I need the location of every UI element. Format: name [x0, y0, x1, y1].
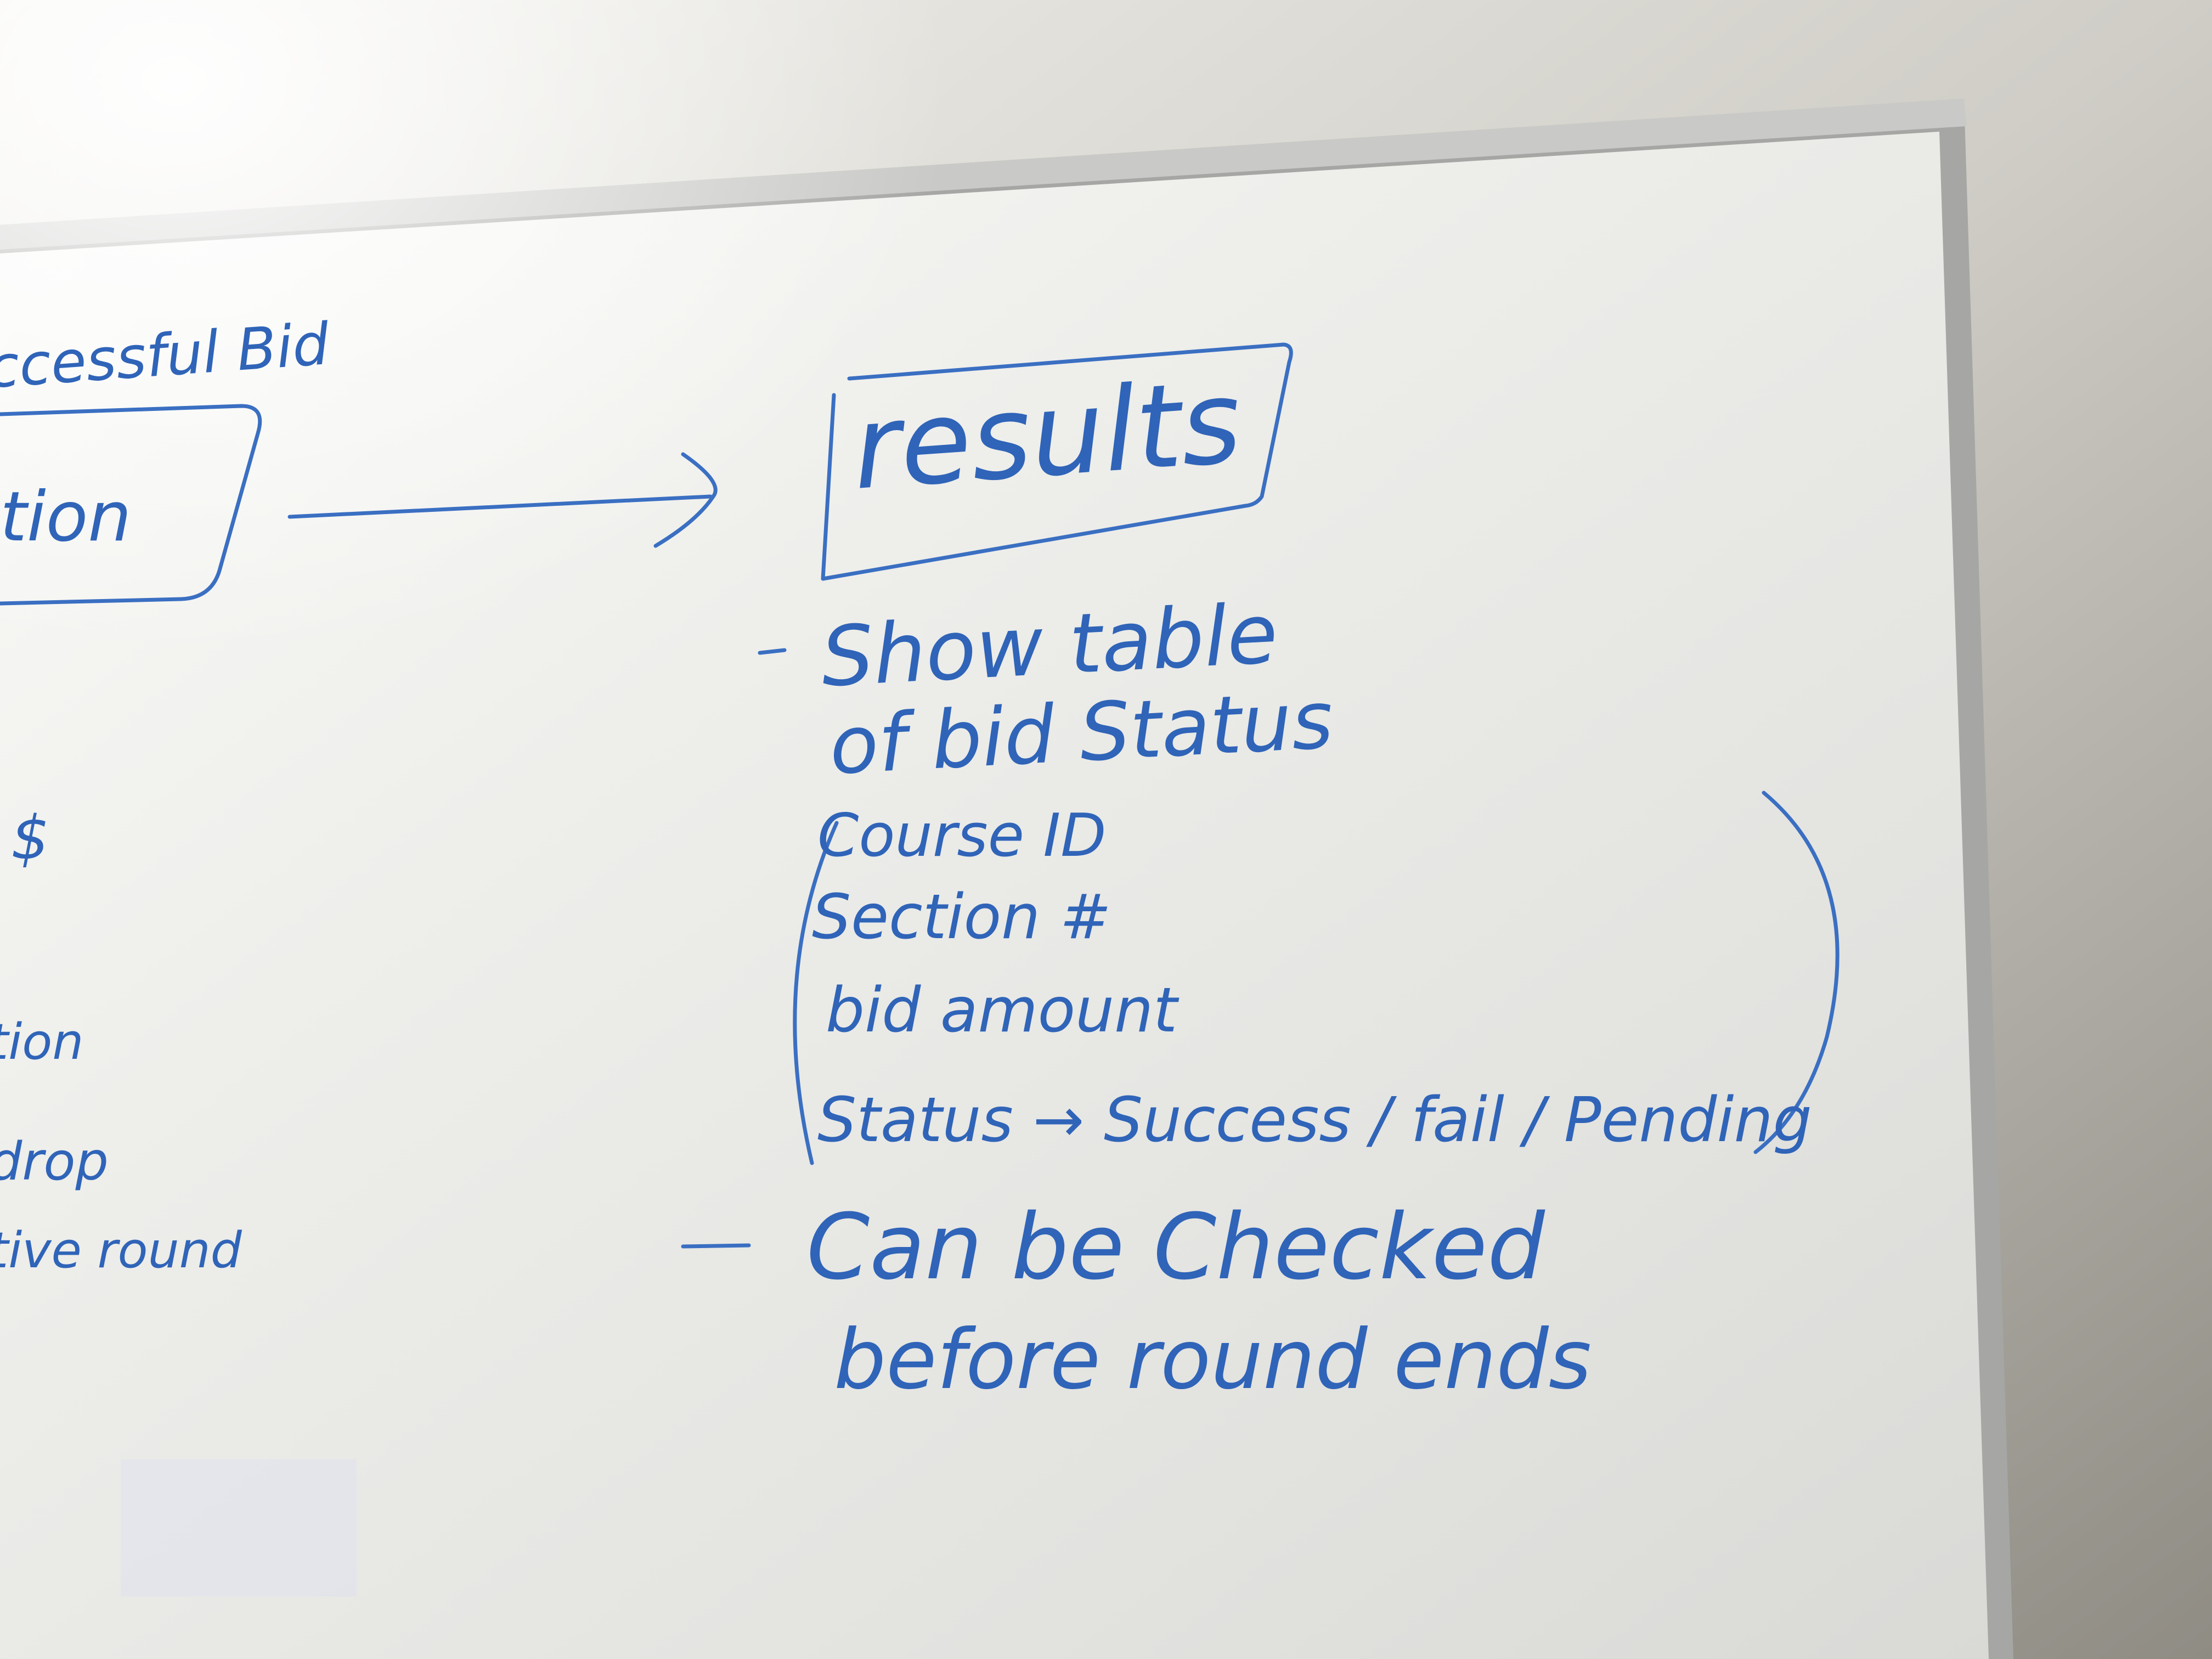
arrow-head-icon [653, 452, 718, 548]
left-dollar: $ [11, 803, 49, 873]
results-field-1: Course ID [817, 802, 1106, 870]
bullet-dash-2 [681, 1243, 751, 1249]
results-footnote-1: Can be Checked [806, 1194, 1545, 1300]
left-line-tion: tion [0, 1013, 83, 1071]
left-bracket [793, 821, 839, 1165]
reflection [121, 1459, 357, 1596]
left-line-round: tive round [0, 1222, 242, 1279]
left-line-drop: drop [0, 1132, 109, 1192]
results-title: results [848, 354, 1245, 516]
results-box [821, 342, 1293, 581]
right-bracket [1753, 791, 1839, 1154]
results-field-2: Section # [812, 882, 1111, 953]
results-field-3: bid amount [826, 975, 1180, 1046]
arrow-line [287, 494, 713, 519]
left-box [0, 404, 262, 606]
left-box-text: tion [0, 477, 131, 557]
bullet-dash [758, 648, 787, 655]
results-field-4: Status → Success / fail / Pending [817, 1085, 1812, 1156]
results-footnote-2: before round ends [834, 1312, 1592, 1408]
